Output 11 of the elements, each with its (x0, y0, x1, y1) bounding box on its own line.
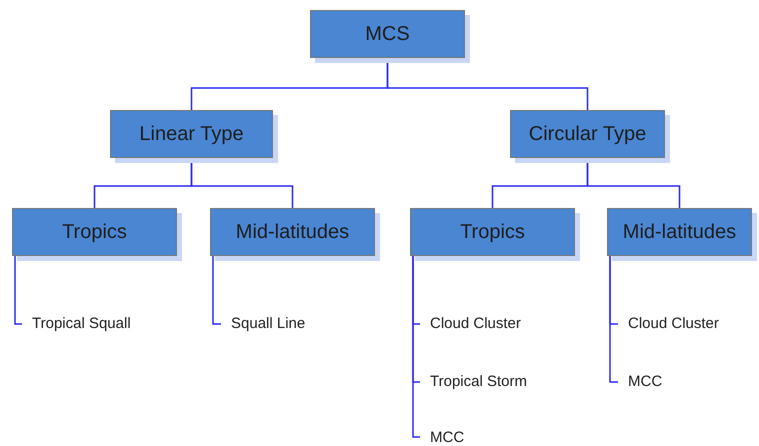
subtype-label: MCC (420, 428, 464, 446)
subtype-label: Squall Line (221, 314, 306, 334)
connector-line (412, 256, 420, 438)
subtype-label: Tropical Storm (420, 372, 527, 392)
connector-line (212, 256, 221, 325)
subtype-label: Cloud Cluster (618, 314, 719, 334)
connector-line (609, 256, 618, 383)
subtype-label: Cloud Cluster (420, 314, 521, 334)
subtype-label: MCC (618, 372, 662, 392)
subtype-label: Tropical Squall (22, 314, 131, 334)
connector-line (14, 256, 22, 325)
